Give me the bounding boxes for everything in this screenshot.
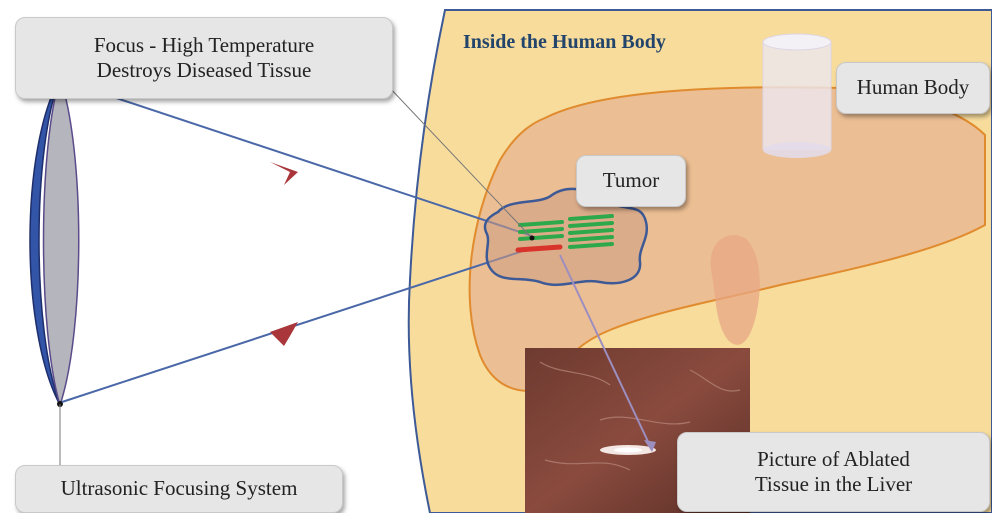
tumor-callout: Tumor [576, 155, 686, 207]
ultrasonic-lens [30, 77, 79, 407]
tumor-label: Tumor [603, 168, 659, 193]
upper-beam-arrow [270, 162, 298, 185]
ablated-tissue-line2: Tissue in the Liver [755, 472, 912, 497]
focus-callout: Focus - High Temperature Destroys Diseas… [15, 17, 393, 99]
human-body-label: Human Body [857, 75, 970, 100]
ultrasonic-callout: Ultrasonic Focusing System [15, 465, 343, 513]
ablated-tissue-line1: Picture of Ablated [757, 447, 910, 472]
focus-callout-line1: Focus - High Temperature [94, 33, 314, 58]
human-body-callout: Human Body [836, 62, 990, 114]
ablated-tissue-callout: Picture of Ablated Tissue in the Liver [677, 432, 990, 512]
ultrasonic-label: Ultrasonic Focusing System [61, 476, 298, 501]
focus-callout-line2: Destroys Diseased Tissue [97, 58, 312, 83]
diagram-title: Inside the Human Body [463, 31, 666, 54]
human-body-cylinder [763, 34, 831, 158]
lower-beam-arrow [270, 322, 298, 346]
